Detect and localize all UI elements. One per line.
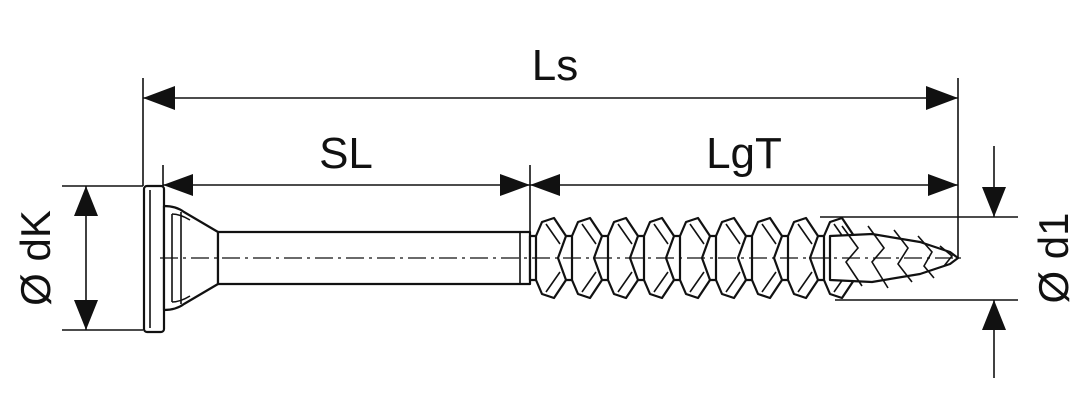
dimension-lgt (530, 174, 958, 196)
extension-lines (62, 78, 1018, 331)
thread-flight-edge (545, 223, 561, 293)
label-lgt: LgT (706, 129, 782, 178)
screw-head-flange (142, 184, 166, 334)
thread-flight-edge (761, 223, 777, 293)
dimension-dk (74, 186, 98, 330)
dimension-sl (163, 174, 530, 196)
thread-flight-edge (617, 223, 633, 293)
thread-flight (606, 216, 640, 300)
thread-flight-edge (725, 223, 741, 293)
label-d1: Ø d1 (1030, 212, 1077, 303)
dimension-d1 (982, 146, 1006, 378)
thread-flight-edge (653, 223, 669, 293)
thread-flight (534, 216, 568, 300)
label-ls: Ls (532, 41, 578, 90)
thread-flight-edge (797, 223, 813, 293)
label-sl: SL (319, 129, 373, 178)
thread-flight-edge (581, 223, 597, 293)
label-dk: Ø dK (12, 210, 59, 306)
screw (142, 184, 960, 334)
thread-flight-edge (689, 223, 705, 293)
dimension-ls (143, 86, 958, 110)
